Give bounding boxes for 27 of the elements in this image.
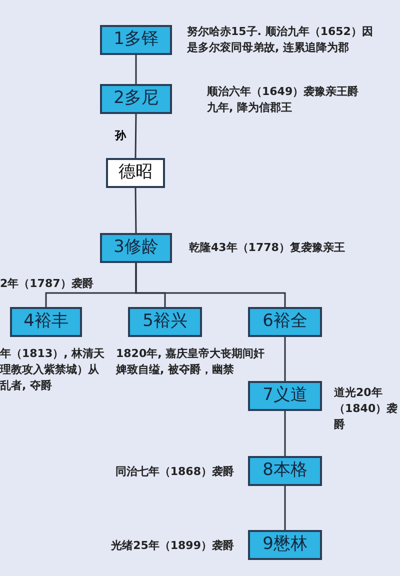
annotation-text: 2年（1787）袭爵: [0, 276, 94, 292]
connector-line: [134, 188, 137, 233]
connector-line: [284, 486, 286, 530]
edge-label: 孙: [114, 130, 127, 141]
connector-line: [134, 114, 137, 158]
heir-box: 4裕丰: [10, 307, 82, 337]
annotation-text: 1820年, 嘉庆皇帝大丧期间奸婢致自缢, 被夺爵，幽禁: [116, 346, 266, 378]
annotation-text: 道光20年（1840）袭爵: [334, 385, 399, 433]
heir-box: 3修龄: [100, 233, 172, 263]
heir-box: 2多尼: [100, 84, 172, 114]
connector-line: [284, 411, 286, 456]
heir-box: 5裕兴: [128, 307, 202, 337]
heir-box: 1多铎: [100, 25, 172, 55]
connector-line: [135, 55, 137, 84]
annotation-text: 顺治六年（1649）袭豫亲王爵九年, 降为信郡王: [207, 84, 360, 116]
annotation-text: 同治七年（1868）袭爵: [114, 464, 234, 480]
annotation-text: 年（1813）, 林清天理教攻入紫禁城）从乱者, 夺爵: [0, 346, 106, 394]
heir-box: 9懋林: [248, 530, 322, 560]
connector-line: [135, 263, 286, 307]
heir-box: 8本格: [248, 456, 322, 486]
person-box: 德昭: [106, 158, 165, 188]
annotation-text: 努尔哈赤15子. 顺治九年（1652）因是多尔衮同母弟故, 连累追降为郡: [187, 24, 374, 56]
heir-box: 6裕全: [248, 307, 322, 337]
annotation-text: 光绪25年（1899）袭爵: [110, 538, 234, 554]
heir-box: 7义道: [248, 381, 322, 411]
annotation-text: 乾隆43年（1778）复袭豫亲王: [189, 240, 346, 256]
connector-line: [284, 337, 286, 381]
